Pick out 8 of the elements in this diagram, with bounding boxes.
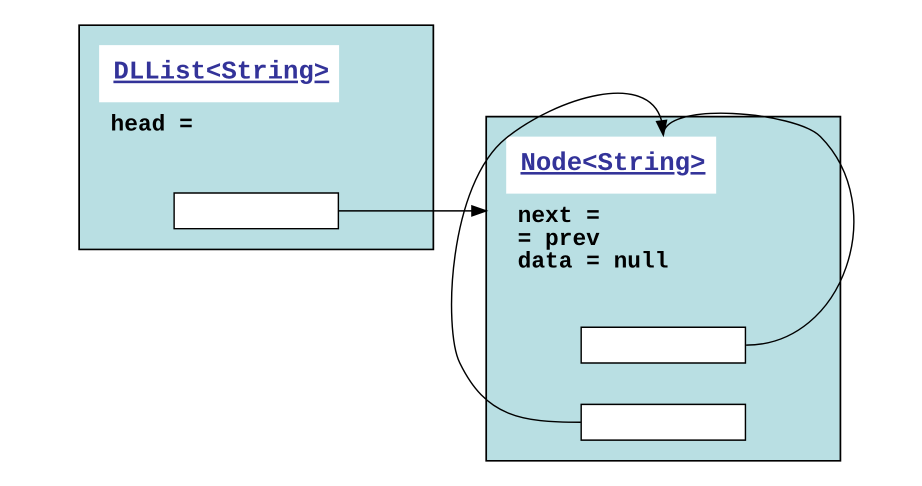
arrow	[656, 112, 854, 346]
node-box	[580, 326, 746, 364]
cluster: DLList<String> head =	[78, 24, 434, 250]
arrow	[450, 92, 668, 423]
arrow	[338, 204, 488, 217]
node-box	[173, 192, 340, 230]
node-box	[580, 404, 746, 441]
cluster: Node<String> next = = prev data = null	[485, 116, 842, 462]
